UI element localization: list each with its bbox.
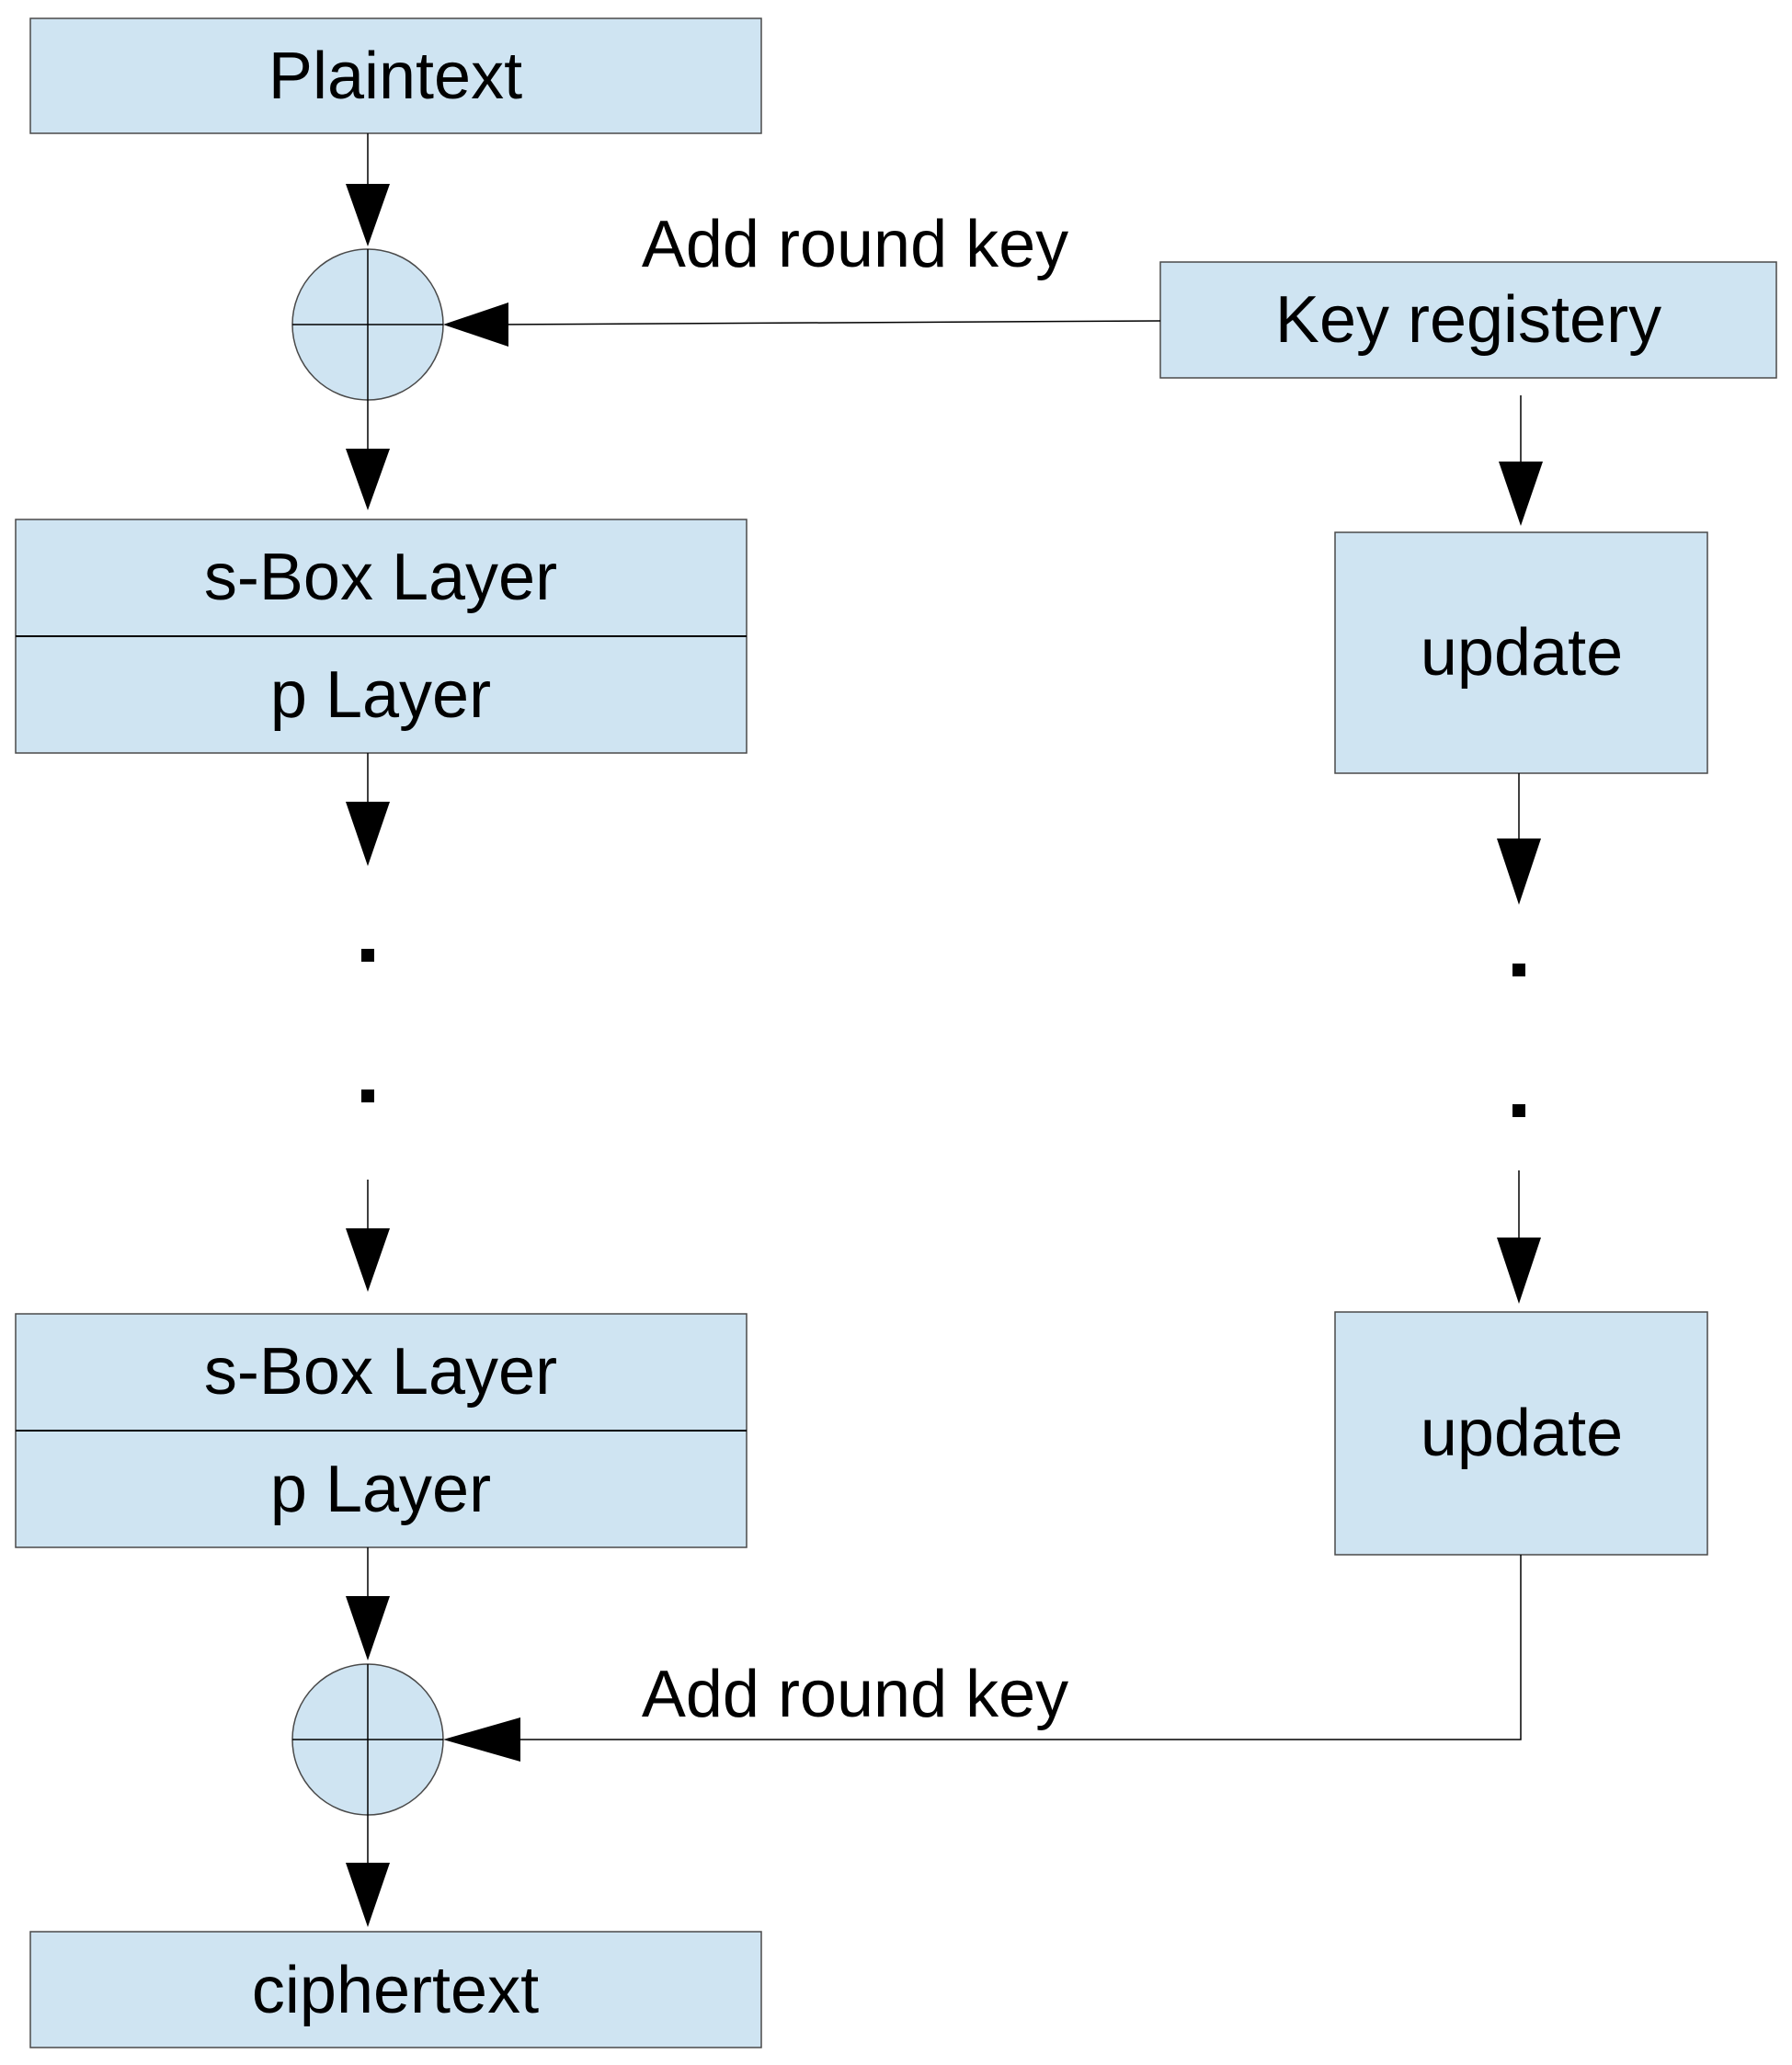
arrow-plaintext-to-xor1 bbox=[346, 133, 390, 246]
ciphertext-node: ciphertext bbox=[29, 1931, 762, 2048]
update-node-2: update bbox=[1334, 1311, 1708, 1556]
sbox-layer-label-1: s-Box Layer bbox=[204, 541, 557, 614]
p-layer-label-1: p Layer bbox=[270, 658, 491, 732]
arrow-key-to-update1 bbox=[1499, 395, 1543, 526]
sbox-layer-label-2: s-Box Layer bbox=[204, 1335, 557, 1409]
ellipsis-dot bbox=[361, 949, 374, 962]
ellipsis-dot bbox=[361, 1090, 374, 1102]
update-label-1: update bbox=[1421, 616, 1623, 690]
ellipsis-dot bbox=[1512, 964, 1525, 976]
arrow-xor2-to-ciphertext bbox=[346, 1815, 390, 1927]
key-registery-label: Key registery bbox=[1275, 283, 1661, 357]
arrow-layer1-down bbox=[346, 753, 390, 866]
p-layer-label-2: p Layer bbox=[270, 1453, 491, 1526]
ciphertext-label: ciphertext bbox=[252, 1954, 539, 2027]
xor-circle-bottom bbox=[291, 1663, 444, 1816]
ellipsis-dot bbox=[1512, 1104, 1525, 1117]
add-round-key-label-top: Add round key bbox=[642, 208, 1068, 281]
xor-circle-top bbox=[291, 248, 444, 401]
arrow-to-layer2 bbox=[346, 1180, 390, 1292]
arrow-update2-to-xor2 bbox=[443, 1555, 1522, 1762]
plaintext-label: Plaintext bbox=[268, 40, 522, 113]
update-label-2: update bbox=[1421, 1397, 1623, 1470]
plaintext-node: Plaintext bbox=[29, 17, 762, 134]
arrow-xor1-to-layer1 bbox=[346, 400, 390, 510]
layer-block-1: s-Box Layer p Layer bbox=[15, 519, 748, 754]
arrow-to-update2 bbox=[1497, 1170, 1541, 1304]
key-registery-node: Key registery bbox=[1159, 261, 1777, 379]
add-round-key-label-bottom: Add round key bbox=[642, 1658, 1068, 1731]
arrow-layer2-to-xor2 bbox=[346, 1547, 390, 1660]
arrow-update1-down bbox=[1497, 773, 1541, 905]
layer-block-2: s-Box Layer p Layer bbox=[15, 1313, 748, 1548]
update-node-1: update bbox=[1334, 531, 1708, 774]
arrow-key-to-xor1 bbox=[443, 302, 1161, 347]
